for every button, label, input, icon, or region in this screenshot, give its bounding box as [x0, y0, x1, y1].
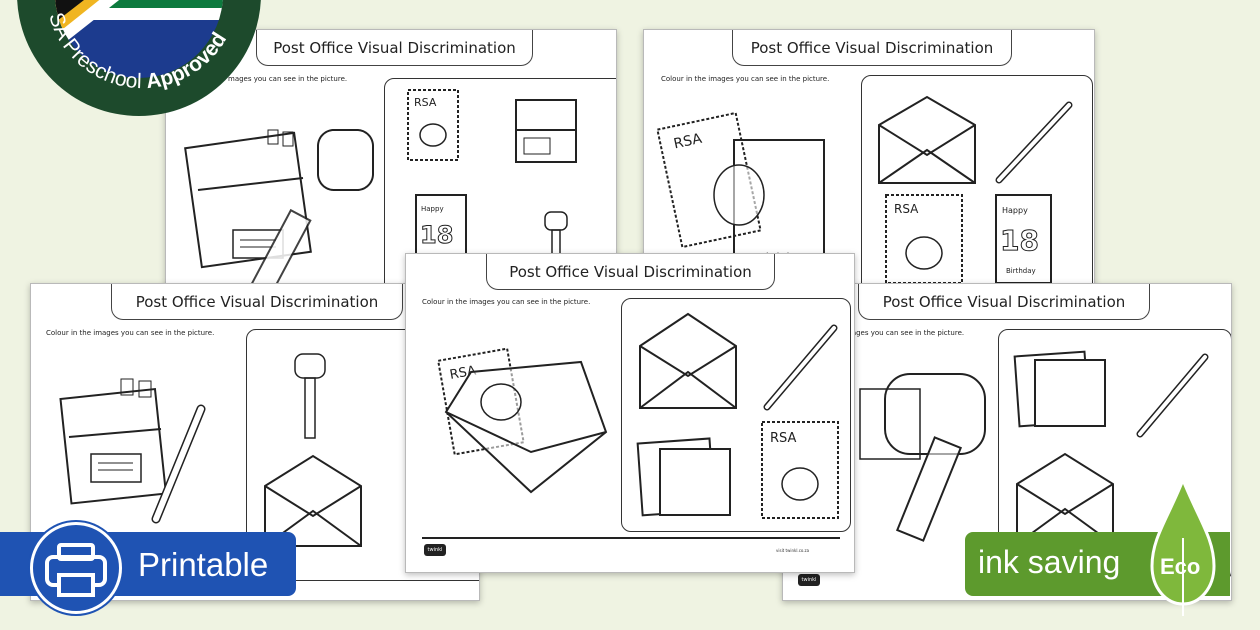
svg-text:RSA: RSA [894, 202, 919, 216]
worksheet-instruction: Colour in the images you can see in the … [661, 75, 830, 83]
svg-text:RSA: RSA [672, 131, 704, 153]
worksheet-title: Post Office Visual Discrimination [858, 284, 1150, 320]
worksheet-center: Post Office Visual Discrimination Colour… [405, 253, 855, 573]
worksheet-instruction: Colour in the images you can see in the … [422, 298, 591, 306]
notes-drawing [1013, 350, 1106, 428]
twinkl-logo: twinkl [798, 574, 820, 586]
parcel-drawing-small [515, 99, 577, 163]
envelope-drawing [639, 312, 737, 409]
stamp-envelope-drawing: RSA [437, 347, 608, 494]
footer-url: visit twinkl.co.za [776, 548, 810, 553]
svg-text:Happy: Happy [421, 205, 444, 213]
svg-text:Birthday: Birthday [1006, 267, 1036, 275]
svg-text:RSA: RSA [770, 431, 797, 446]
notes-drawing [636, 437, 731, 517]
stamp-drawing: RSA [761, 421, 839, 519]
svg-text:18: 18 [420, 221, 453, 249]
twinkl-logo: twinkl [424, 544, 446, 556]
pen-drawing [1136, 353, 1209, 438]
ink-saving-label: ink saving [978, 544, 1121, 580]
leaf-drop-icon: Eco [1150, 475, 1216, 616]
parcel-pen-drawing [59, 378, 206, 524]
birthday-card-drawing: Happy 18 Birthday [995, 194, 1052, 284]
footer-line [422, 537, 840, 539]
post-box-parcel-drawing [184, 129, 374, 300]
worksheet-title: Post Office Visual Discrimination [732, 30, 1012, 66]
svg-text:18: 18 [1000, 224, 1039, 257]
envelope-drawing [878, 95, 976, 184]
worksheet-instruction: Colour in the images you can see in the … [46, 329, 215, 337]
printable-badge: Printable [0, 522, 296, 614]
post-box-drawing [859, 373, 986, 542]
pen-drawing [995, 101, 1073, 184]
birthday-card-drawing: Happy 18 [415, 194, 467, 266]
svg-text:Eco: Eco [1160, 554, 1200, 579]
pen-drawing [763, 324, 838, 411]
post-box-small-drawing [294, 353, 326, 439]
stamp-drawing: RSA [407, 89, 459, 161]
svg-text:RSA: RSA [414, 96, 437, 109]
worksheet-title: Post Office Visual Discrimination [256, 30, 533, 66]
worksheet-instruction: mages you can see in the picture. [845, 329, 965, 337]
worksheet-title: Post Office Visual Discrimination [486, 254, 775, 290]
printable-label: Printable [138, 546, 269, 583]
stamp-drawing: RSA [885, 194, 963, 284]
svg-text:Happy: Happy [1002, 206, 1028, 215]
worksheet-instruction: mages you can see in the picture. [228, 75, 348, 83]
printer-icon [30, 522, 122, 614]
sa-preschool-approved-seal: SA Preschool Approved [17, 0, 261, 116]
worksheet-title: Post Office Visual Discrimination [111, 284, 403, 320]
stamp-envelope-drawing: RSA Birthday [656, 111, 825, 266]
